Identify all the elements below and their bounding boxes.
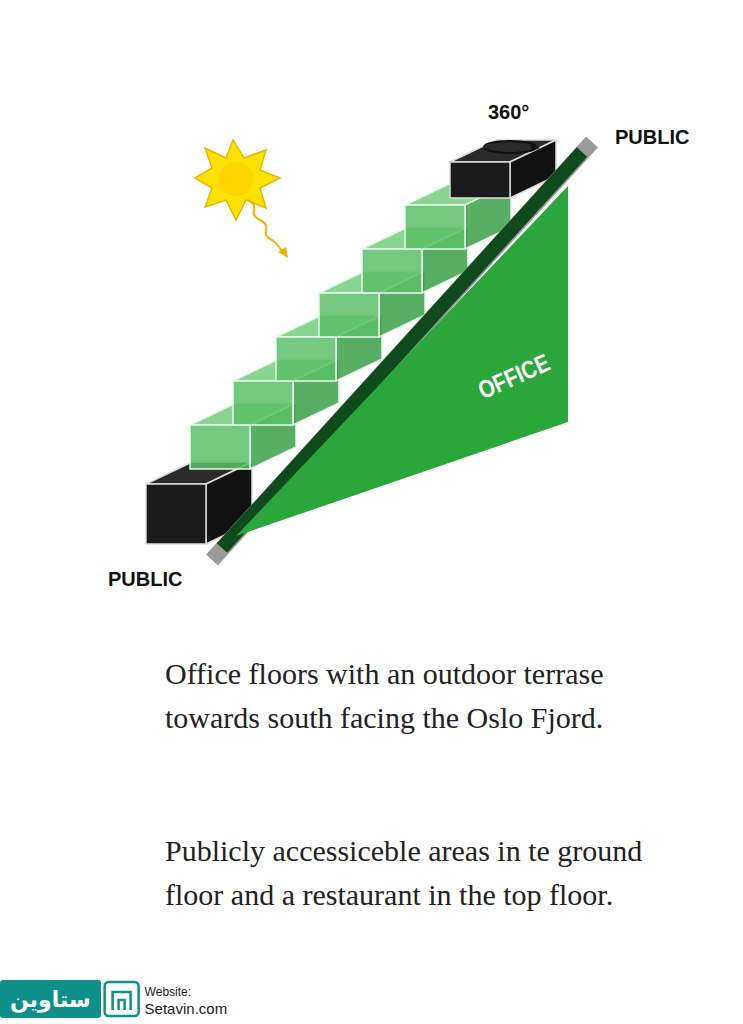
note-text: Office floors with an outdoor terrase to…: [165, 652, 645, 740]
stair-steps: [146, 140, 592, 560]
watermark-caption: Website:: [145, 985, 191, 999]
office-step-front: [362, 249, 422, 293]
public-label: PUBLIC: [108, 568, 182, 591]
rotation-label: 360°: [488, 101, 529, 124]
restaurant-box-front: [450, 162, 510, 198]
public-box-front: [146, 484, 206, 544]
rotation-arrow: [484, 141, 540, 153]
office-triangle: [236, 186, 568, 536]
office-step-front: [276, 337, 336, 381]
public-label: PUBLIC: [615, 126, 689, 149]
office-step-front: [405, 205, 465, 249]
band-edge: [212, 142, 592, 560]
circulation-band: [222, 152, 582, 548]
watermark-text: ستاوین: [10, 987, 91, 1012]
office-step-front: [190, 425, 250, 469]
watermark-logo: [105, 982, 139, 1016]
note-text: Publicly accessiceble areas in te ground…: [165, 829, 645, 917]
office-step-front: [319, 293, 379, 337]
office-step-front: [233, 381, 293, 425]
sun-symbol: [195, 140, 288, 258]
watermark-url: Setavin.com: [145, 1000, 228, 1017]
watermark-box: ستاوین: [0, 980, 101, 1018]
office-volume: OFFICE: [228, 186, 568, 538]
